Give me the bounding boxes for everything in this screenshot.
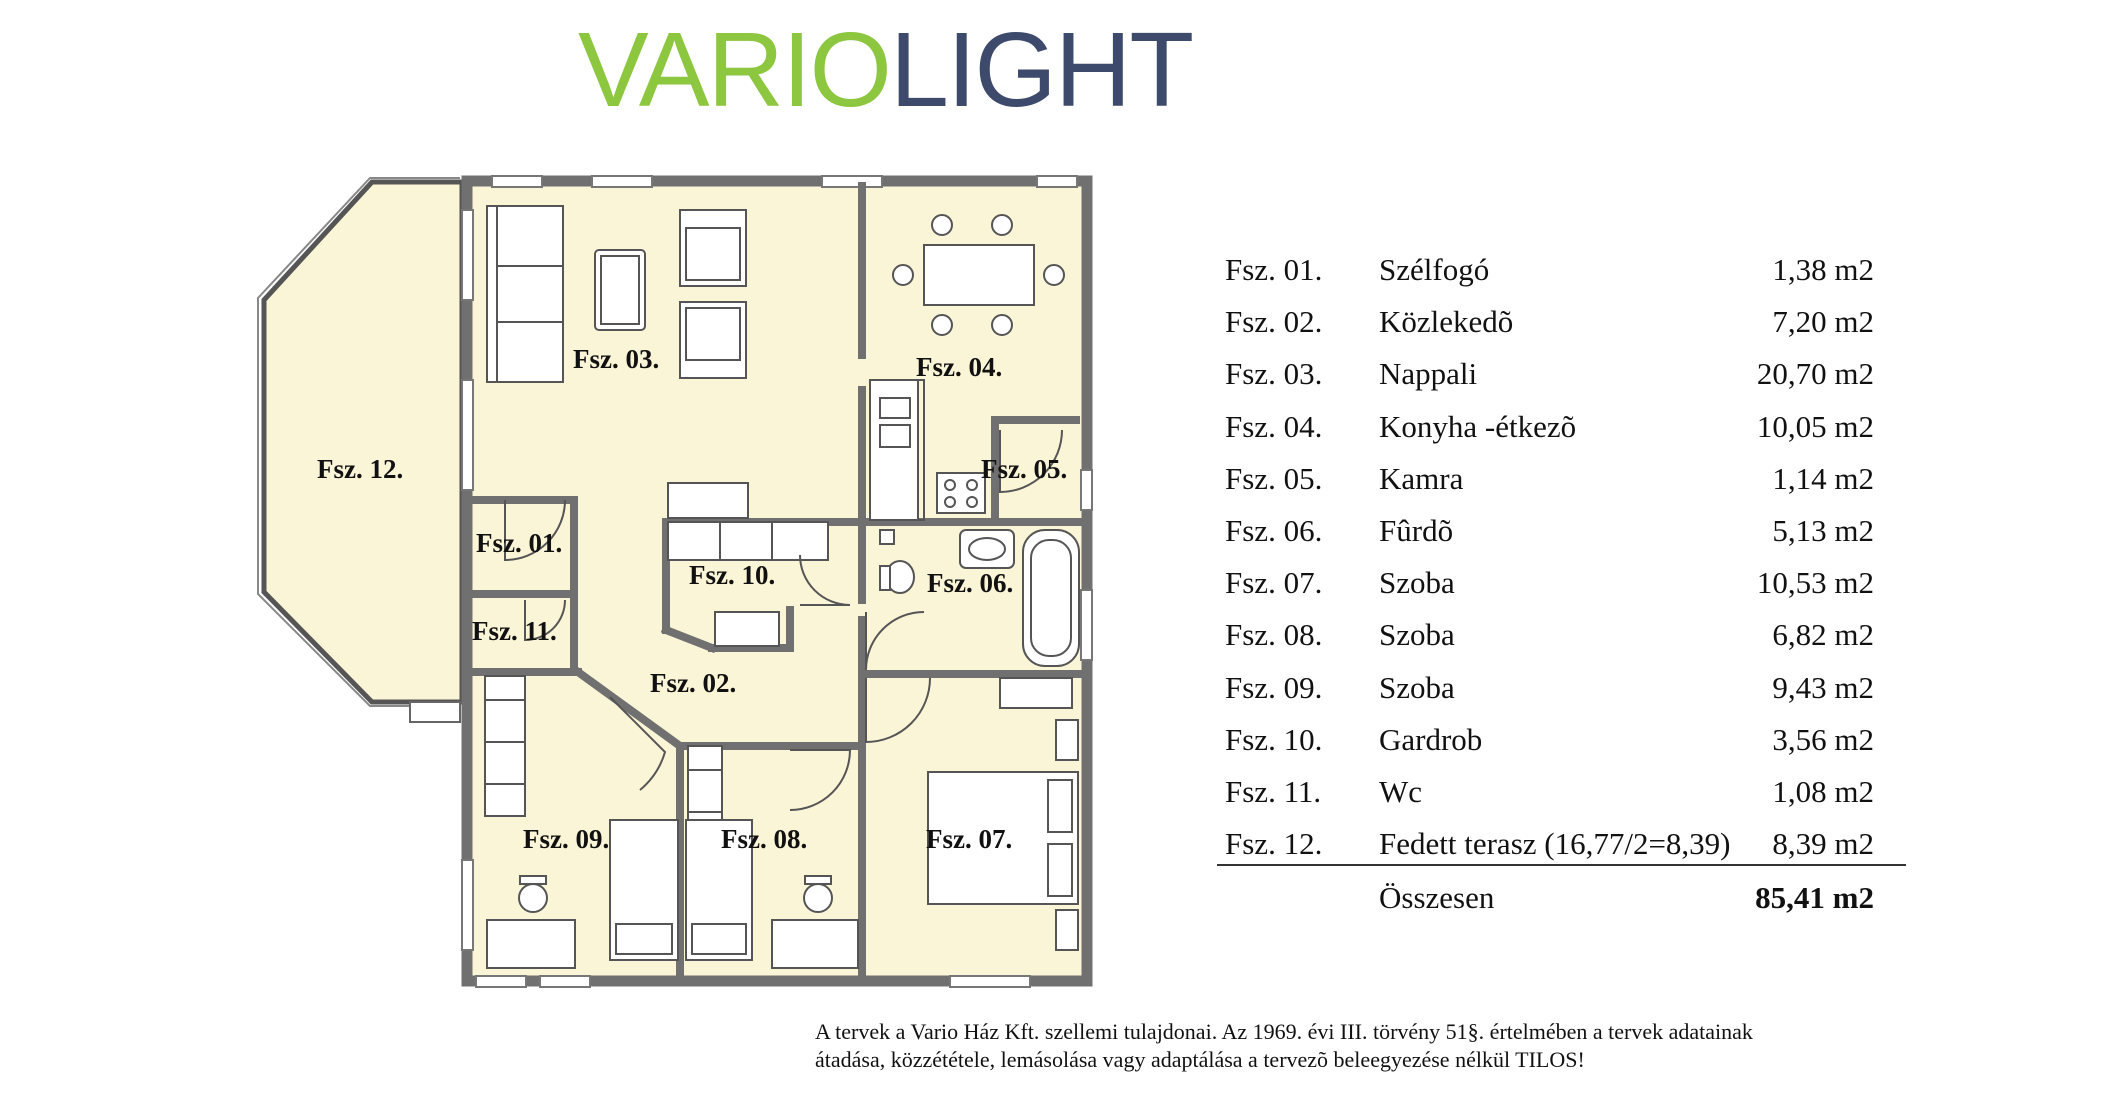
kitchen-fixtures: [869, 379, 986, 521]
area-row: Fsz. 07. Szoba 10,53 m2: [1225, 565, 1910, 617]
area-row: Fsz. 10. Gardrob 3,56 m2: [1225, 722, 1910, 774]
total-value: 85,41 m2: [1755, 880, 1874, 915]
area-row: Fsz. 01. Szélfogó 1,38 m2: [1225, 252, 1910, 304]
row-code: Fsz. 04.: [1225, 408, 1323, 444]
area-row: Fsz. 05. Kamra 1,14 m2: [1225, 461, 1910, 513]
row-code: Fsz. 12.: [1225, 826, 1323, 862]
room-label-01: Fsz. 01.: [476, 528, 562, 558]
area-table: Fsz. 01. Szélfogó 1,38 m2 Fsz. 02. Közleked…: [1225, 252, 1910, 878]
logo-part-vario: VARIO: [578, 11, 892, 129]
row-code: Fsz. 02.: [1225, 304, 1323, 340]
area-row: Fsz. 02. Közlekedõ 7,20 m2: [1225, 304, 1910, 356]
area-row: Fsz. 08. Szoba 6,82 m2: [1225, 617, 1910, 669]
row-name: Fedett terasz (16,77/2=8,39): [1379, 826, 1731, 862]
row-name: Konyha -étkezõ: [1379, 408, 1577, 444]
row-code: Fsz. 10.: [1225, 721, 1323, 757]
room-label-04: Fsz. 04.: [916, 352, 1002, 382]
row-area: 6,82 m2: [1772, 617, 1874, 653]
area-row: Fsz. 06. Fûrdõ 5,13 m2: [1225, 513, 1910, 565]
exterior-windows: [461, 175, 1093, 988]
wardrobe-shelving: [667, 482, 829, 647]
row-code: Fsz. 03.: [1225, 356, 1323, 392]
row-name: Fûrdõ: [1379, 512, 1454, 548]
outer-wall: [461, 175, 1093, 987]
row-area: 7,20 m2: [1772, 304, 1874, 340]
row-name: Szélfogó: [1379, 252, 1490, 287]
room-label-03: Fsz. 03.: [573, 344, 659, 374]
row-area: 1,14 m2: [1772, 460, 1874, 496]
row-area: 20,70 m2: [1756, 356, 1874, 392]
row-code: Fsz. 09.: [1225, 669, 1323, 705]
row-name: Szoba: [1379, 565, 1455, 601]
area-row: Fsz. 04. Konyha -étkezõ 10,05 m2: [1225, 409, 1910, 461]
room-label-02: Fsz. 02.: [650, 668, 736, 698]
row-code: Fsz. 06.: [1225, 512, 1323, 548]
variolight-logo: VARIOLIGHT: [578, 17, 1194, 123]
copyright-notice: A tervek a Vario Ház Kft. szellemi tulaj…: [815, 1018, 2015, 1074]
row-area: 10,05 m2: [1756, 408, 1874, 444]
row-area: 3,56 m2: [1772, 721, 1874, 757]
room-label-11: Fsz. 11.: [472, 616, 557, 646]
room-label-08: Fsz. 08.: [721, 824, 807, 854]
row-area: 5,13 m2: [1772, 512, 1874, 548]
notice-line-1: A tervek a Vario Ház Kft. szellemi tulaj…: [815, 1019, 1753, 1044]
room-label-09: Fsz. 09.: [523, 824, 609, 854]
area-row: Fsz. 11. Wc 1,08 m2: [1225, 774, 1910, 826]
door-swings: [504, 429, 1063, 811]
row-code: Fsz. 08.: [1225, 617, 1323, 653]
terrace-step: [409, 701, 461, 723]
area-row: Fsz. 12. Fedett terasz (16,77/2=8,39) 8,39…: [1225, 826, 1910, 878]
row-name: Szoba: [1379, 617, 1455, 653]
area-row: Fsz. 03. Nappali 20,70 m2: [1225, 356, 1910, 408]
row-area: 8,39 m2: [1772, 826, 1874, 862]
room-label-05: Fsz. 05.: [981, 454, 1067, 484]
row-code: Fsz. 05.: [1225, 460, 1323, 496]
row-name: Közlekedõ: [1379, 304, 1514, 340]
area-row: Fsz. 09. Szoba 9,43 m2: [1225, 670, 1910, 722]
room-label-06: Fsz. 06.: [927, 568, 1013, 598]
notice-line-2: átadása, közzététele, lemásolása vagy ad…: [815, 1047, 1585, 1072]
row-area: 10,53 m2: [1756, 565, 1874, 601]
bedroom-furniture: [484, 675, 1079, 969]
row-name: Gardrob: [1379, 721, 1483, 757]
row-area: 9,43 m2: [1772, 669, 1874, 705]
row-code: Fsz. 07.: [1225, 565, 1323, 601]
row-area: 1,08 m2: [1772, 773, 1874, 809]
total-label: Összesen: [1379, 880, 1495, 915]
row-name: Szoba: [1379, 669, 1455, 705]
living-room-furniture: [486, 205, 747, 383]
room-label-12: Fsz. 12.: [317, 454, 403, 484]
room-label-10: Fsz. 10.: [689, 560, 775, 590]
logo-part-light: LIGHT: [890, 11, 1194, 129]
table-divider: [1217, 864, 1906, 866]
terrace-railing: [257, 177, 460, 707]
room-label-07: Fsz. 07.: [926, 824, 1012, 854]
dining-set: [892, 214, 1065, 336]
bathroom-fixtures: [879, 529, 1080, 667]
row-name: Kamra: [1379, 460, 1464, 496]
row-code: Fsz. 11.: [1225, 773, 1322, 809]
row-area: 1,38 m2: [1772, 252, 1874, 287]
total-row: Összesen 85,41 m2: [1225, 880, 1910, 928]
row-code: Fsz. 01.: [1225, 252, 1323, 287]
row-name: Nappali: [1379, 356, 1478, 392]
row-name: Wc: [1379, 773, 1423, 809]
